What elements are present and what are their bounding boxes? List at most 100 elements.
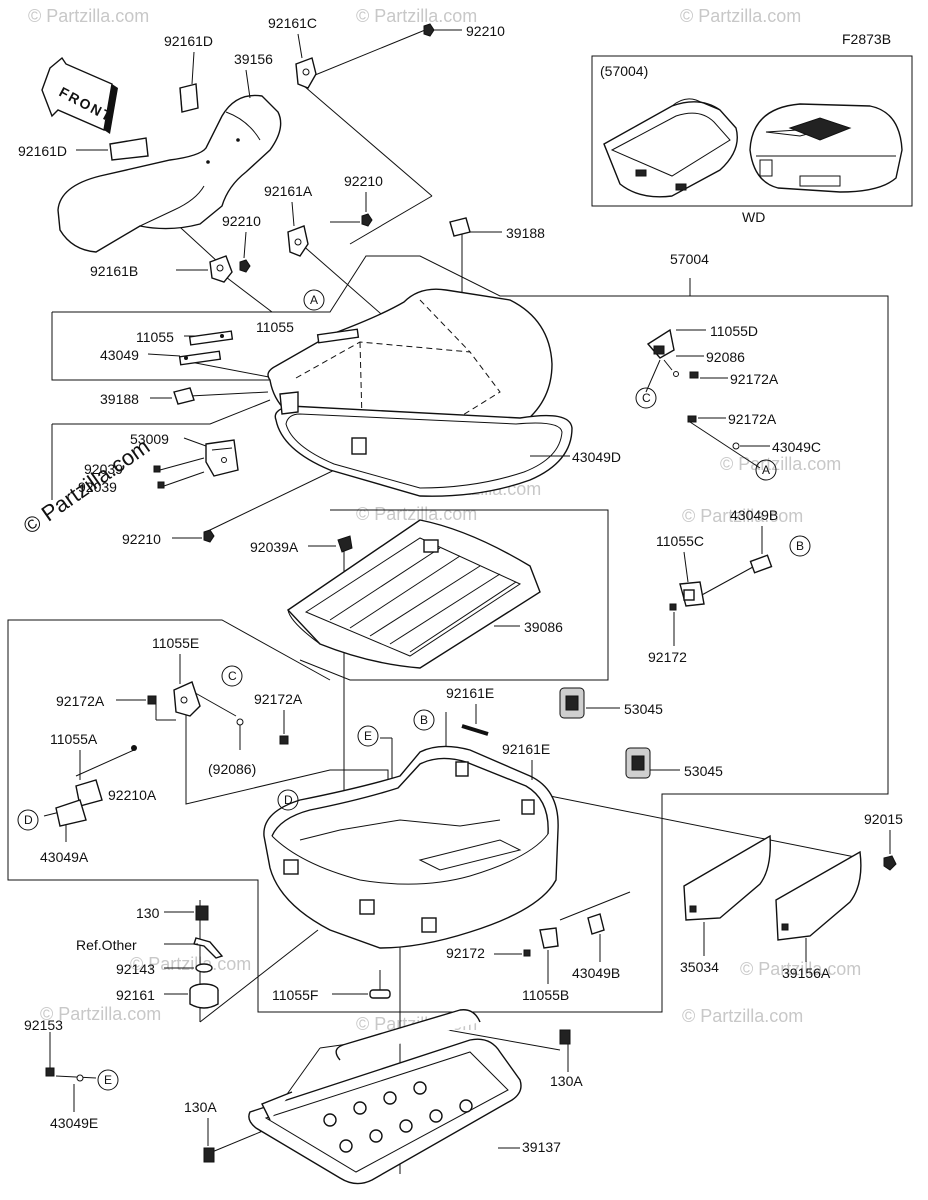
part-label: 43049E (50, 1115, 98, 1131)
part-label: 39188 (100, 391, 139, 407)
part-label: 130A (184, 1099, 217, 1115)
svg-text:A: A (762, 463, 770, 477)
hinge-bracket-92161A (287, 225, 309, 257)
part-label: 11055B (522, 987, 569, 1003)
leader-lines (7, 27, 889, 1174)
part-label: 39156A (782, 965, 831, 981)
part-label: 43049 (100, 347, 139, 363)
label-sticker-39188 (173, 217, 471, 405)
part-label: 43049D (572, 449, 621, 465)
panel-39156A (775, 850, 862, 941)
part-label: 92015 (864, 811, 903, 827)
callout-C: C (635, 387, 657, 409)
part-label: 92039 (78, 479, 117, 495)
part-label: 92161A (264, 183, 313, 199)
part-label: 92161E (502, 741, 550, 757)
part-label: 92172A (254, 691, 303, 707)
part-label: 11055 (136, 329, 174, 345)
callout-A: A (755, 459, 777, 481)
part-label: (92086) (208, 761, 256, 777)
inset-box: (57004) WD (591, 55, 913, 225)
hinge-bracket-92161B (209, 255, 233, 283)
saddlebag-open-icon (603, 98, 738, 198)
part-label: 43049B (572, 965, 620, 981)
callout-E: E (357, 725, 379, 747)
part-label: 11055F (272, 987, 318, 1003)
hinge-11055C (669, 554, 773, 611)
part-label: 43049B (730, 507, 778, 523)
saddlebag-closed-icon (749, 103, 903, 193)
bracket-11055 (178, 328, 360, 366)
part-label: 92161 (116, 987, 155, 1003)
svg-text:E: E (104, 1073, 112, 1087)
plate-11055A (55, 745, 137, 827)
part-label: 130 (136, 905, 160, 921)
svg-text:C: C (642, 391, 651, 405)
label-leaders (73, 29, 891, 1146)
part-label: 92161B (90, 263, 138, 279)
part-label: 92172 (446, 945, 485, 961)
luggage-rack-39137 (203, 1009, 571, 1185)
svg-text:B: B (420, 713, 428, 727)
hinge-11055D (646, 328, 740, 450)
part-label: 35034 (680, 959, 719, 975)
part-label: 92210 (344, 173, 383, 189)
part-labels: 92161D 39156 92161C 92210 92161D 92161A … (18, 15, 903, 1155)
part-label: 92172A (730, 371, 779, 387)
callout-B: B (413, 709, 435, 731)
part-label: 43049C (772, 439, 821, 455)
part-label: 92153 (24, 1017, 63, 1033)
callout-A: A (303, 289, 325, 311)
svg-text:E: E (364, 729, 372, 743)
part-label: Ref.Other (76, 937, 137, 953)
nut-92015 (883, 855, 897, 871)
watermark: © Partzilla.com (740, 959, 861, 979)
part-label: 92172A (56, 693, 105, 709)
seat-pad-39156 (57, 94, 282, 253)
callout-D: D (17, 809, 39, 831)
watermark: © Partzilla.com (356, 504, 477, 524)
part-label: 130A (550, 1073, 583, 1089)
watermark: © Partzilla.com (28, 6, 149, 26)
watermark: © Partzilla.com (130, 954, 251, 974)
bracket-11055B (523, 913, 605, 957)
part-label: 39086 (524, 619, 563, 635)
panel-35034 (683, 834, 771, 921)
bolt-92153 (45, 1067, 84, 1082)
callout-B: B (789, 535, 811, 557)
part-label: 92039A (250, 539, 299, 555)
part-label: 92210 (222, 213, 261, 229)
part-label: 92210 (122, 531, 161, 547)
watermark: © Partzilla.com (682, 1006, 803, 1026)
part-label: 57004 (670, 251, 709, 267)
part-label: 92172A (728, 411, 777, 427)
part-label: 92161E (446, 685, 494, 701)
part-label: 43049A (40, 849, 89, 865)
front-arrow-icon: FRONT (41, 56, 118, 134)
hinge-11055E (147, 681, 289, 745)
latch-53045 (559, 687, 651, 779)
part-label: 11055C (656, 533, 704, 549)
svg-text:D: D (284, 793, 293, 807)
svg-text:A: A (310, 293, 318, 307)
part-label: 53045 (624, 701, 663, 717)
callout-C: C (221, 665, 243, 687)
part-label: 92210A (108, 787, 157, 803)
rubber-block-92161D (109, 83, 199, 161)
case-tray-39086 (286, 519, 541, 669)
watermark: © Partzilla.com (682, 506, 803, 526)
diagram-ref-code: F2873B (842, 31, 891, 47)
callout-D: D (277, 789, 299, 811)
part-label: 53009 (130, 431, 169, 447)
part-label: 11055A (50, 731, 98, 747)
plate-11055F (369, 989, 391, 999)
part-label: 11055D (710, 323, 758, 339)
part-label: 92172 (648, 649, 687, 665)
callouts: A A B B C C D D (17, 289, 811, 1091)
nut-92210 (203, 23, 435, 543)
svg-text:B: B (796, 539, 804, 553)
hinge-bracket-92161C (295, 57, 317, 89)
watermark: © Partzilla.com (720, 454, 841, 474)
